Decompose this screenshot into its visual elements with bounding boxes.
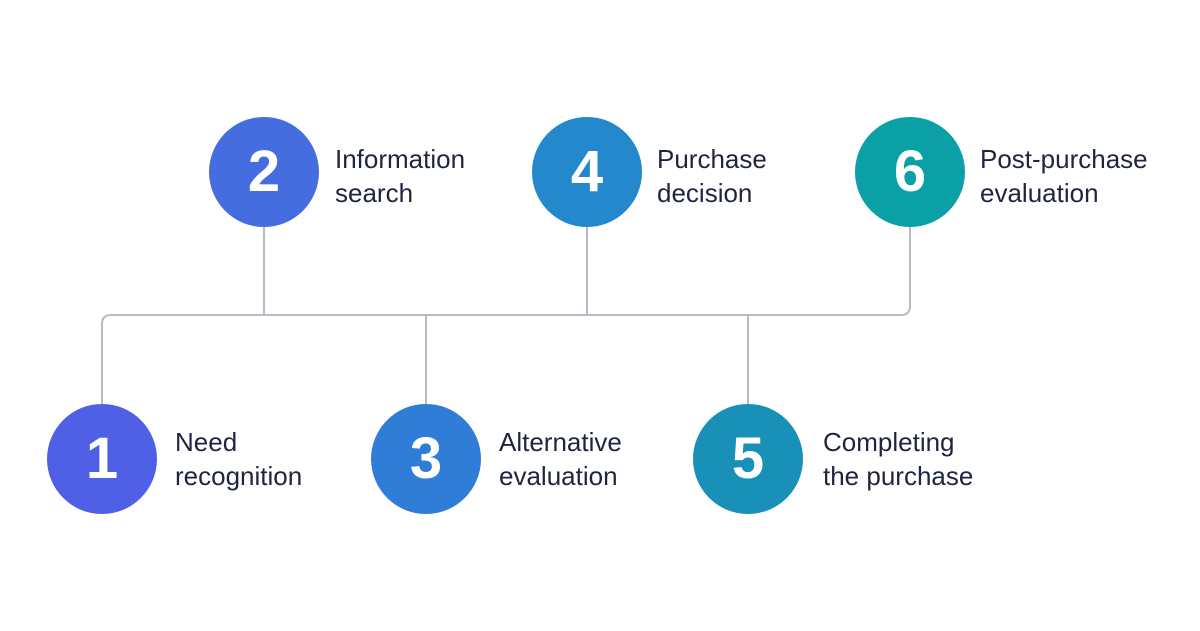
step-3-label-line-2: evaluation [499,461,618,491]
step-4-circle: 4 [532,117,642,227]
step-5-label-line-1: Completing [823,427,955,457]
step-4-number: 4 [570,139,604,204]
step-2-label: Information search [335,142,465,210]
step-3-circle: 3 [371,404,481,514]
step-1-label: Need recognition [175,425,302,493]
step-3-label: Alternative evaluation [499,425,622,493]
step-1-circle: 1 [47,404,157,514]
step-5-circle: 5 [693,404,803,514]
step-5-number: 5 [731,426,765,491]
step-4-label: Purchase decision [657,142,767,210]
step-2-number: 2 [247,139,281,204]
step-6-label-line-1: Post-purchase [980,144,1148,174]
step-4-label-line-2: decision [657,178,753,208]
step-6-label: Post-purchase evaluation [980,142,1148,210]
step-2-label-line-2: search [335,178,414,208]
timeline-main-line [101,227,911,404]
step-4-label-line-1: Purchase [657,144,767,174]
step-1-label-line-2: recognition [175,461,303,491]
step-3-number: 3 [409,426,443,491]
step-5-label-line-2: the purchase [823,461,974,491]
step-1-number: 1 [85,426,119,491]
step-6-number: 6 [893,139,927,204]
step-6-circle: 6 [855,117,965,227]
step-5-label: Completing the purchase [823,425,973,493]
step-1-label-line-1: Need [175,427,238,457]
step-2-label-line-1: Information [335,144,466,174]
step-2-circle: 2 [209,117,319,227]
step-6-label-line-2: evaluation [980,178,1099,208]
step-3-label-line-1: Alternative [499,427,622,457]
